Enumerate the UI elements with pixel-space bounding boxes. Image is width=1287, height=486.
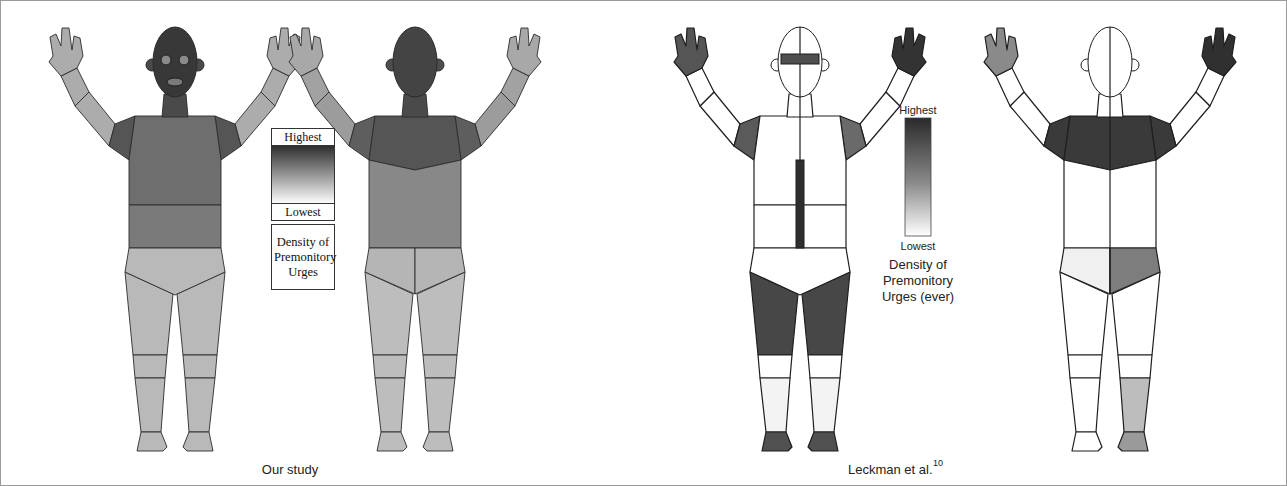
scale-box: HighestLowest [271, 128, 335, 221]
body-region [1110, 248, 1160, 294]
panel-caption: Leckman et al. [848, 462, 933, 478]
body-region [750, 248, 850, 295]
eye [161, 55, 171, 65]
body-region [892, 28, 926, 76]
body-region [373, 355, 407, 378]
panel-caption: Our study [190, 462, 390, 478]
reference-number: 10 [933, 458, 943, 469]
body-region [185, 378, 215, 432]
body-figure [49, 27, 301, 451]
body-region [810, 378, 840, 432]
head [153, 27, 197, 97]
body-region [183, 355, 217, 378]
mouth [167, 78, 183, 86]
body-region [49, 28, 83, 76]
body-region [289, 28, 323, 76]
body-region [808, 432, 838, 451]
body-region [984, 28, 1018, 76]
midline-region [796, 160, 804, 248]
body-region [1068, 355, 1102, 378]
legend-title-box: Density of Premonitory Urges [271, 224, 335, 290]
body-region [377, 432, 407, 451]
scale-end-label: Highest [272, 129, 334, 146]
body-region [375, 378, 405, 432]
body-region [425, 378, 455, 432]
body-region [415, 248, 465, 294]
scale-end-label: Lowest [883, 239, 953, 253]
body-figure [674, 27, 926, 451]
eye-region [781, 54, 819, 64]
body-region [183, 432, 213, 451]
head [393, 27, 437, 97]
eye [179, 55, 189, 65]
body-figures [49, 27, 1236, 451]
scale-end-label: Lowest [272, 203, 334, 220]
body-region [129, 116, 221, 205]
midline [1109, 27, 1110, 294]
body-region [365, 248, 415, 294]
body-region [133, 355, 167, 378]
body-region [507, 28, 541, 76]
body-region [1120, 378, 1150, 432]
body-region [423, 355, 457, 378]
density-gradient [271, 146, 335, 204]
body-region [129, 205, 221, 248]
legend-title: Density of Premonitory Urges [272, 235, 334, 280]
body-region [125, 248, 225, 295]
body-region [758, 355, 792, 378]
scale-end-label: Highest [883, 103, 953, 117]
legend-title: Density of Premonitory Urges (ever) [864, 257, 972, 305]
body-region [369, 160, 461, 248]
body-region [1060, 248, 1110, 294]
body-region [674, 28, 708, 76]
body-region [808, 355, 842, 378]
body-region [423, 432, 453, 451]
body-figure [984, 27, 1236, 451]
body-region [135, 378, 165, 432]
body-region [369, 116, 461, 170]
body-region [1118, 355, 1152, 378]
body-region [1072, 432, 1102, 451]
body-region [1202, 28, 1236, 76]
body-region [1070, 378, 1100, 432]
body-region [137, 432, 167, 451]
body-region [762, 432, 792, 451]
body-region [760, 378, 790, 432]
body-region [1118, 432, 1148, 451]
density-gradient-bar [905, 118, 931, 236]
